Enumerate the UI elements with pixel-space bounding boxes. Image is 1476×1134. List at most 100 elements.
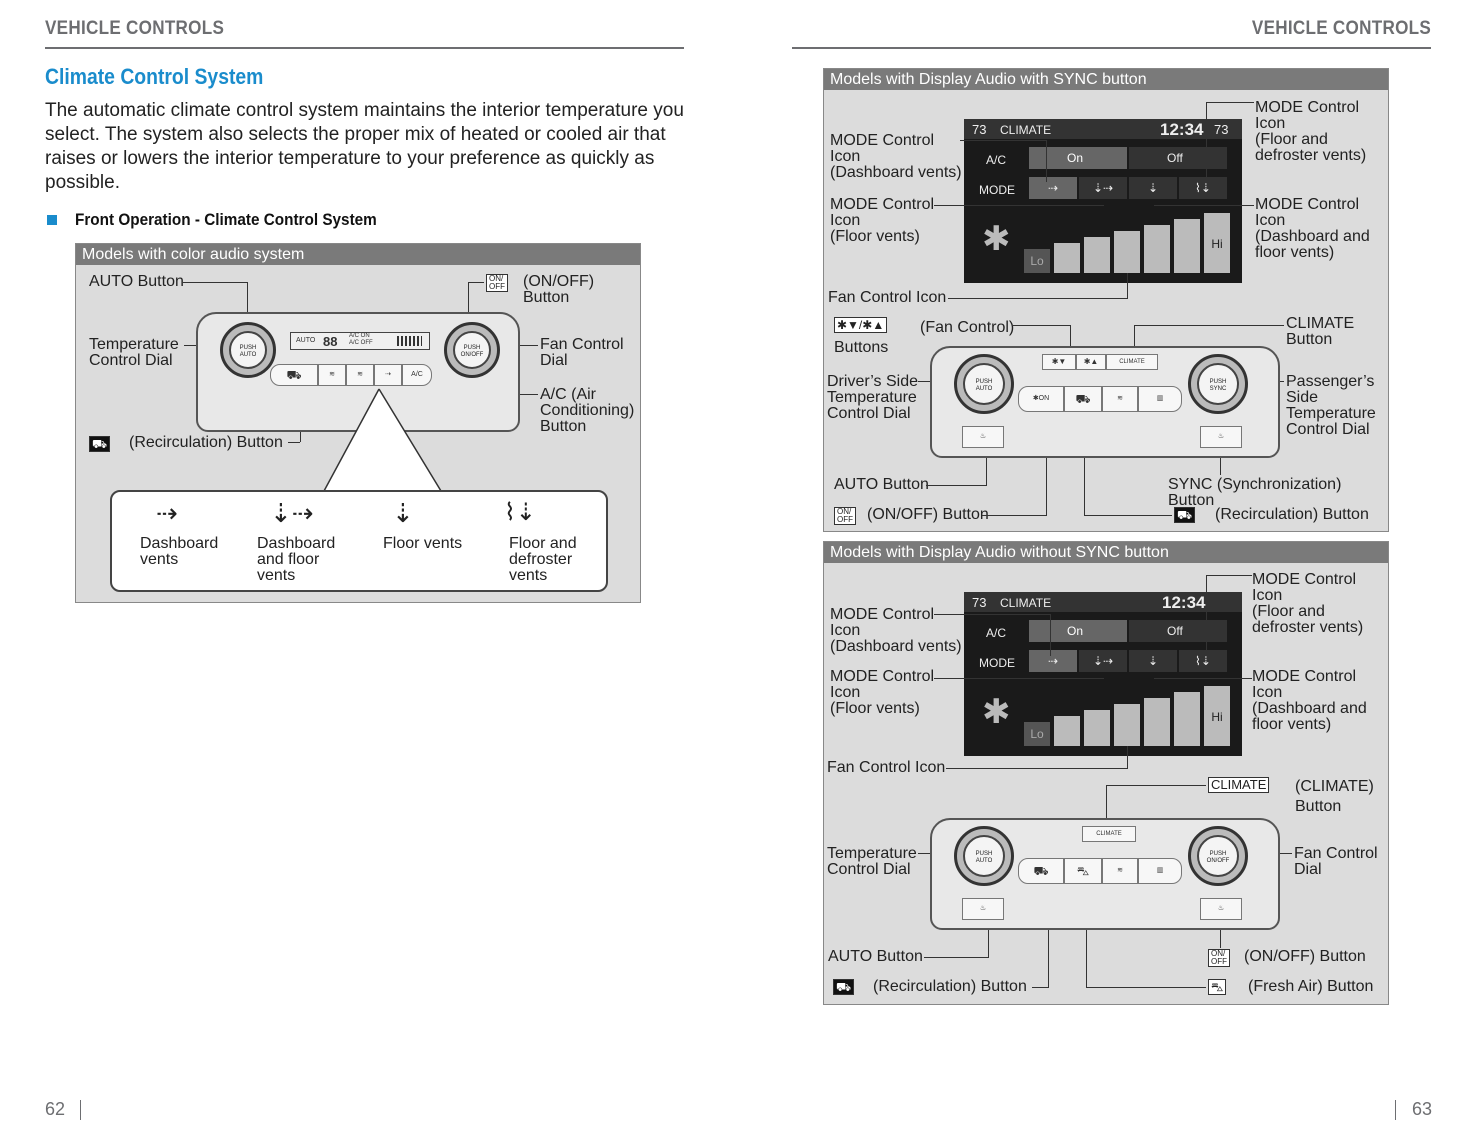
fan-dial[interactable]: PUSH ON/OFF xyxy=(444,322,500,378)
fan-level[interactable] xyxy=(1114,231,1140,273)
leader-line xyxy=(1032,987,1048,988)
passenger-temperature-dial[interactable]: PUSH SYNC xyxy=(1188,354,1248,414)
ac-off-button[interactable]: Off xyxy=(1129,147,1227,169)
fan-level[interactable] xyxy=(1054,243,1080,273)
lcd-ac: A/C ON A/C OFF xyxy=(349,333,373,346)
seat-heater-left-button[interactable]: ♨ xyxy=(962,426,1004,448)
mode-defrost-button[interactable]: ≋ xyxy=(346,364,374,386)
rear-defrost-button[interactable]: ▥ xyxy=(1138,858,1182,884)
leader-line xyxy=(960,140,1046,141)
header-right: VEHICLE CONTROLS xyxy=(1251,18,1431,39)
screen-ac-label: A/C xyxy=(986,626,1007,640)
leader-line xyxy=(183,282,248,283)
label-floor-vents: Floor vents xyxy=(383,535,463,552)
leader-line xyxy=(468,282,484,283)
ac-on-button[interactable]: On xyxy=(1029,620,1127,642)
fan-level[interactable] xyxy=(1054,716,1080,746)
on-off-icon: ON/ OFF xyxy=(1208,949,1230,967)
leader-line xyxy=(1046,409,1047,516)
leader-line xyxy=(1134,325,1135,355)
fresh-air-button[interactable]: ⛍ xyxy=(1064,858,1102,884)
seat-heater-right-button[interactable]: ♨ xyxy=(1200,426,1242,448)
fan-hi-button[interactable]: Hi xyxy=(1204,686,1230,746)
fan-icon: ✱ xyxy=(982,693,1011,731)
recirculation-button[interactable]: ⛟ xyxy=(1064,386,1102,412)
mode-button[interactable]: ⇢ xyxy=(374,364,402,386)
climate-button[interactable]: CLIMATE xyxy=(1082,826,1136,842)
leader-line xyxy=(1084,409,1085,516)
dial-text: PUSH SYNC xyxy=(1197,363,1239,405)
fan-level[interactable] xyxy=(1174,692,1200,746)
screen-time: 12:34 xyxy=(1160,120,1204,139)
fan-up-button[interactable]: ✱▲ xyxy=(1076,354,1106,370)
mode-floor-defroster-icon[interactable]: ⌇⇣ xyxy=(1179,650,1227,672)
recirculation-button[interactable]: ⛟ xyxy=(1018,858,1064,884)
screen-title: CLIMATE xyxy=(1000,123,1052,137)
fan-level[interactable] xyxy=(1144,225,1170,273)
panel-title-bar: Models with Display Audio with SYNC butt… xyxy=(824,69,1388,90)
mode-floor-icon[interactable]: ⇣ xyxy=(1129,177,1177,199)
ac-off-button[interactable]: Off xyxy=(1129,620,1227,642)
on-off-icon: ON/ OFF xyxy=(486,274,508,292)
label-on-off-button: (ON/OFF) Button xyxy=(523,273,595,306)
recirculation-button[interactable]: ⛟ xyxy=(270,364,318,386)
fan-level[interactable] xyxy=(1174,219,1200,273)
temperature-dial[interactable]: PUSH AUTO xyxy=(220,322,276,378)
fan-level[interactable] xyxy=(1144,698,1170,746)
mode-floor-defroster-icon[interactable]: ⌇⇣ xyxy=(1179,177,1227,199)
section-title: Climate Control System xyxy=(45,64,264,89)
recirculation-icon: ⛟ xyxy=(833,979,855,995)
label-mode-dashboard: MODE Control Icon (Dashboard vents) xyxy=(830,132,962,181)
fan-dial[interactable]: PUSH ON/OFF xyxy=(1188,826,1248,886)
front-defrost-button[interactable]: ≋ xyxy=(1102,858,1138,884)
fan-lo-button[interactable]: Lo xyxy=(1024,249,1050,273)
mode-floor-icon[interactable]: ⇣ xyxy=(1129,650,1177,672)
climate-screen: 73 CLIMATE 12:34 73 A/C On Off MODE ⇢ ⇣⇢… xyxy=(964,119,1242,283)
screen-title: CLIMATE xyxy=(1000,596,1052,610)
ac-button[interactable]: A/C xyxy=(402,364,432,386)
on-off-button[interactable]: ✱ON xyxy=(1018,386,1064,412)
fan-level[interactable] xyxy=(1084,237,1110,273)
mode-dashboard-icon[interactable]: ⇢ xyxy=(1029,650,1077,672)
fan-hi-button[interactable]: Hi xyxy=(1204,213,1230,273)
mode-dashboard-floor-icon[interactable]: ⇣⇢ xyxy=(1079,650,1127,672)
header-left: VEHICLE CONTROLS xyxy=(45,18,225,39)
floor-vents-icon: ⇣ xyxy=(392,498,414,528)
leader-line xyxy=(934,614,1050,615)
climate-button[interactable]: CLIMATE xyxy=(1106,354,1158,370)
screen-ac-label: A/C xyxy=(986,153,1007,167)
label-auto-button: AUTO Button xyxy=(834,476,929,493)
screen-mode-label: MODE xyxy=(979,183,1015,197)
vent-modes-box: ⇢ Dashboard vents ⇣⇢ Dashboard and floor… xyxy=(110,490,608,592)
label-temperature-dial: Temperature Control Dial xyxy=(827,845,917,878)
leader-line xyxy=(1106,785,1107,825)
fan-lo-button[interactable]: Lo xyxy=(1024,722,1050,746)
screen-temp-left: 73 xyxy=(972,595,987,610)
ac-on-button[interactable]: On xyxy=(1029,147,1127,169)
front-defrost-button[interactable]: ≋ xyxy=(1102,386,1138,412)
fan-level[interactable] xyxy=(1084,710,1110,746)
leader-line xyxy=(1127,273,1128,299)
temperature-dial[interactable]: PUSH AUTO xyxy=(954,826,1014,886)
mode-dash-button[interactable]: ≋ xyxy=(318,364,346,386)
fan-level[interactable] xyxy=(1114,704,1140,746)
leader-line xyxy=(1070,325,1071,355)
leader-line xyxy=(946,768,1128,769)
label-passenger-dial: Passenger’s Side Temperature Control Dia… xyxy=(1286,373,1376,438)
leader-line xyxy=(1206,575,1207,655)
label-fan-icon: Fan Control Icon xyxy=(827,759,946,776)
seat-heater-right-button[interactable]: ♨ xyxy=(1200,898,1242,920)
rear-defrost-button[interactable]: ▥ xyxy=(1138,386,1182,412)
label-mode-floor: MODE Control Icon (Floor vents) xyxy=(830,196,935,245)
mode-dashboard-icon[interactable]: ⇢ xyxy=(1029,177,1077,199)
seat-heater-left-button[interactable]: ♨ xyxy=(962,898,1004,920)
fan-down-button[interactable]: ✱▼ xyxy=(1042,354,1076,370)
dashboard-floor-vents-icon: ⇣⇢ xyxy=(270,498,314,528)
driver-temperature-dial[interactable]: PUSH AUTO xyxy=(954,354,1014,414)
mode-dashboard-floor-icon[interactable]: ⇣⇢ xyxy=(1079,177,1127,199)
leader-line xyxy=(1154,678,1252,679)
panel-title-bar: Models with Display Audio without SYNC b… xyxy=(824,542,1388,563)
label-temperature-dial: Temperature Control Dial xyxy=(89,336,179,369)
label-fan-buttons: (Fan Control) Buttons xyxy=(834,319,1015,356)
label-auto-button: AUTO Button xyxy=(89,273,184,290)
